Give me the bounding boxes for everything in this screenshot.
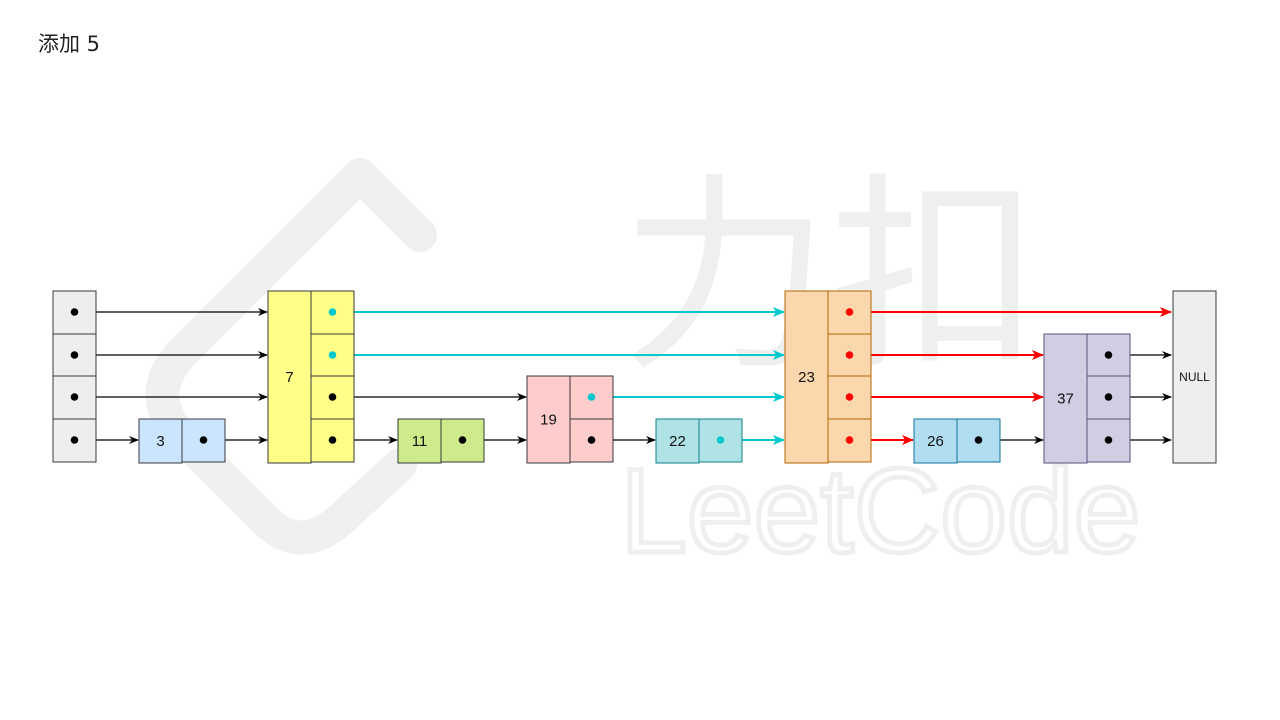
node-23-value-cell bbox=[784, 290, 829, 464]
node-3-value-cell bbox=[138, 418, 183, 464]
pointer-dot-n23-level-2 bbox=[845, 393, 854, 401]
node-7: 7 bbox=[267, 290, 355, 464]
node-7-label: 7 bbox=[285, 369, 293, 386]
pointer-dot-head-level-4 bbox=[70, 308, 79, 316]
node-37-pointer-level-3 bbox=[1086, 333, 1131, 378]
pointer-dot-n23-level-1 bbox=[845, 436, 854, 444]
leetcode-watermark: 力扣 LeetCode bbox=[145, 155, 1143, 581]
node-22: 22 bbox=[655, 418, 743, 464]
node-11: 11 bbox=[397, 418, 485, 464]
pointer-dot-head-level-3 bbox=[70, 351, 79, 359]
pointer-dot-head-level-2 bbox=[70, 393, 79, 401]
pointer-dot-n19-level-2 bbox=[587, 393, 596, 401]
pointer-dot-n3-level-1 bbox=[199, 436, 208, 444]
pointer-dot-n23-level-3 bbox=[845, 351, 854, 359]
node-11-value-cell bbox=[397, 418, 442, 464]
node-7-value-cell bbox=[267, 290, 312, 464]
dots-layer bbox=[70, 308, 1113, 444]
node-3: 3 bbox=[138, 418, 226, 464]
pointer-dot-n37-level-1 bbox=[1104, 436, 1113, 444]
node-37-label: 37 bbox=[1057, 391, 1074, 408]
pointer-dot-n7-level-4 bbox=[328, 308, 337, 316]
pointer-dot-n7-level-3 bbox=[328, 351, 337, 359]
null-label: NULL bbox=[1179, 370, 1210, 384]
node-26: 26 bbox=[913, 418, 1001, 464]
node-37: 37 bbox=[1043, 333, 1131, 464]
pointer-dot-n19-level-1 bbox=[587, 436, 596, 444]
pointer-dot-n7-level-2 bbox=[328, 393, 337, 401]
pointer-dot-n23-level-4 bbox=[845, 308, 854, 316]
node-23: 23 bbox=[784, 290, 872, 464]
node-11-label: 11 bbox=[412, 433, 428, 450]
pointer-dot-n26-level-1 bbox=[974, 436, 983, 444]
node-3-label: 3 bbox=[156, 433, 164, 450]
pointer-dot-n37-level-3 bbox=[1104, 351, 1113, 359]
pointer-dot-n37-level-2 bbox=[1104, 393, 1113, 401]
pointer-dot-head-level-1 bbox=[70, 436, 79, 444]
pointer-dot-n11-level-1 bbox=[458, 436, 467, 444]
pointer-dot-n22-level-1 bbox=[716, 436, 725, 444]
node-26-label: 26 bbox=[927, 433, 944, 450]
leetcode-logo-icon bbox=[145, 158, 437, 555]
node-19-label: 19 bbox=[540, 412, 557, 429]
slide-title: 添加 5 bbox=[38, 32, 101, 56]
node-22-value-cell bbox=[655, 418, 700, 464]
node-23-label: 23 bbox=[798, 369, 815, 386]
node-22-label: 22 bbox=[669, 433, 686, 450]
arrows-layer bbox=[74, 307, 1172, 445]
node-37-value-cell bbox=[1043, 333, 1088, 464]
watermark-text: LeetCode bbox=[620, 444, 1140, 578]
null-node bbox=[1172, 290, 1217, 464]
pointer-dot-n7-level-1 bbox=[328, 436, 337, 444]
node-19-value-cell bbox=[526, 375, 571, 464]
node-19: 19 bbox=[526, 375, 614, 464]
